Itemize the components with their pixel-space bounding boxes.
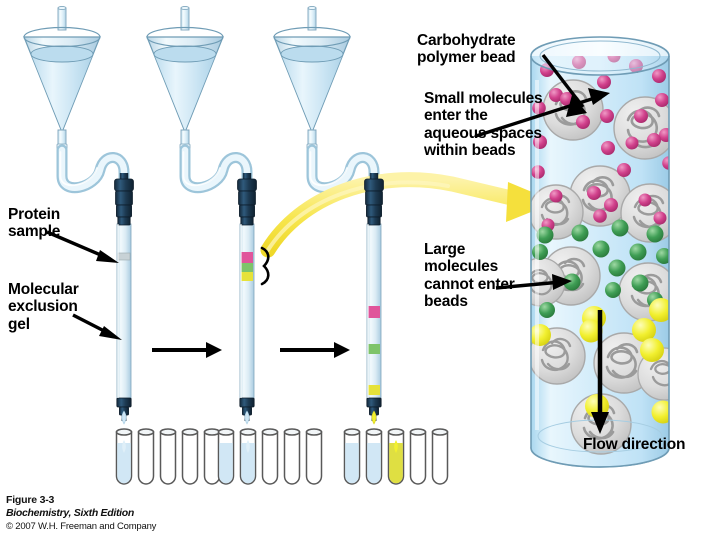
label-small-molecules: Small molecules enter the aqueous spaces…	[424, 90, 543, 160]
label-molecular-exclusion-gel: Molecular exclusion gel	[8, 281, 79, 333]
test-tube	[283, 428, 301, 485]
test-tube	[409, 428, 427, 485]
label-protein-sample: Protein sample	[8, 206, 61, 241]
band-green-2	[241, 263, 253, 272]
figure-credit: Figure 3-3 Biochemistry, Sixth Edition ©…	[6, 494, 156, 532]
test-tube	[431, 428, 449, 485]
brace-icon	[260, 246, 270, 286]
chromatography-column-1	[114, 172, 134, 441]
band-pink-2	[241, 252, 253, 263]
test-tube	[137, 428, 155, 485]
test-tube	[239, 428, 257, 485]
chromatography-column-3	[364, 172, 384, 441]
yellow-magnify-arrow-icon	[260, 172, 556, 258]
reservoir-group-3	[273, 5, 380, 196]
process-arrow-2	[280, 342, 350, 358]
test-tube	[365, 428, 383, 485]
band-yellow-3	[368, 385, 380, 395]
label-large-molecules: Large molecules cannot enter beads	[424, 241, 515, 311]
test-tube	[387, 428, 405, 485]
figure-copyright: © 2007 W.H. Freeman and Company	[6, 521, 157, 532]
reservoir-group-1	[23, 5, 130, 196]
band-pink-3	[368, 306, 380, 318]
test-tube-rack-2	[217, 428, 323, 485]
test-tube	[217, 428, 235, 485]
test-tube	[305, 428, 323, 485]
chromatography-column-2	[237, 172, 270, 441]
figure-number: Figure 3-3	[6, 494, 55, 506]
test-tube	[343, 428, 361, 485]
band-green-3	[368, 344, 380, 354]
label-carbohydrate-polymer-bead: Carbohydrate polymer bead	[417, 32, 516, 67]
test-tube	[203, 428, 221, 485]
process-arrow-1	[152, 342, 222, 358]
test-tube	[115, 428, 133, 485]
test-tube	[261, 428, 279, 485]
cylinder-contents	[531, 56, 669, 455]
test-tube	[181, 428, 199, 485]
leader-lines	[46, 53, 610, 340]
test-tube-rack-1	[115, 428, 221, 485]
carbohydrate-polymer-bead	[613, 96, 669, 160]
label-flow-direction: Flow direction	[583, 436, 686, 453]
figure-source: Biochemistry, Sixth Edition	[6, 507, 135, 519]
test-tube	[159, 428, 177, 485]
magnified-column-cylinder	[530, 36, 670, 468]
reservoir-group-2	[146, 5, 253, 196]
medium-molecule-green	[532, 219, 669, 318]
down-arrow-icon	[591, 310, 609, 434]
protein-sample-band	[117, 252, 131, 261]
test-tube-rack-3	[343, 428, 449, 485]
band-yellow-2	[241, 272, 253, 281]
